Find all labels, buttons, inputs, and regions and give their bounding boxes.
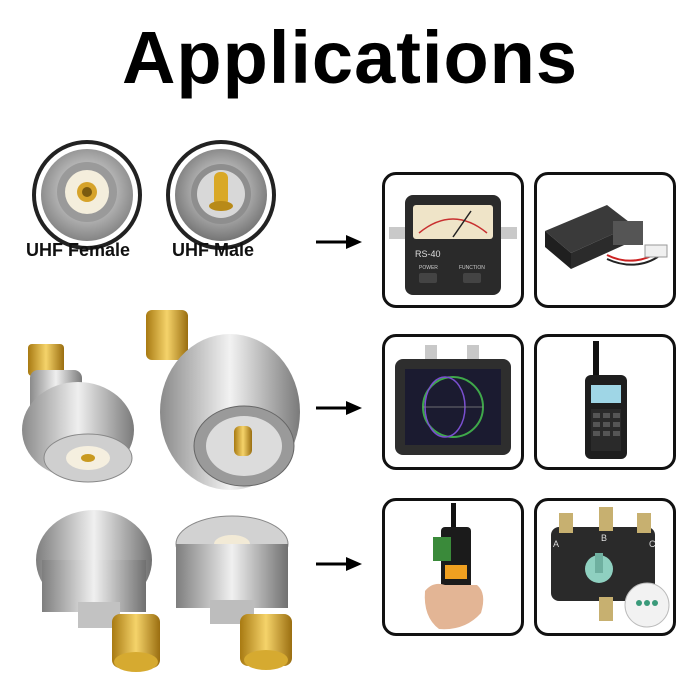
sma-male-to-uhf-male-adapter <box>140 308 305 498</box>
swr-function-text: FUNCTION <box>459 265 485 271</box>
antenna-analyzer-photo <box>382 334 524 470</box>
port-a-label: A <box>553 539 559 549</box>
port-c-label: C <box>649 539 656 549</box>
mobile-radio-photo <box>534 172 676 308</box>
handheld-radio-photo <box>534 334 676 470</box>
uhf-male-label: UHF Male <box>172 240 255 260</box>
arrow-right-icon <box>316 556 362 572</box>
uhf-female-to-sma-male-adapter <box>170 510 310 675</box>
page-title: Applications <box>121 16 579 99</box>
sma-female-to-uhf-female-adapter <box>18 340 158 490</box>
uhf-male-to-sma-female-adapter <box>28 506 183 676</box>
swr-power-text: POWER <box>419 265 438 271</box>
arrow-right-icon <box>316 234 362 250</box>
coax-switch-photo: A B C <box>534 498 676 636</box>
port-b-label: B <box>601 533 607 543</box>
uhf-female-photo <box>32 140 142 250</box>
swr-meter-photo: RS-40 POWER FUNCTION <box>382 172 524 308</box>
radio-in-hand-photo <box>382 498 524 636</box>
uhf-female-label: UHF Female <box>26 240 131 260</box>
uhf-male-photo <box>166 140 276 250</box>
swr-model-text: RS-40 <box>415 249 441 259</box>
arrow-right-icon <box>316 400 362 416</box>
